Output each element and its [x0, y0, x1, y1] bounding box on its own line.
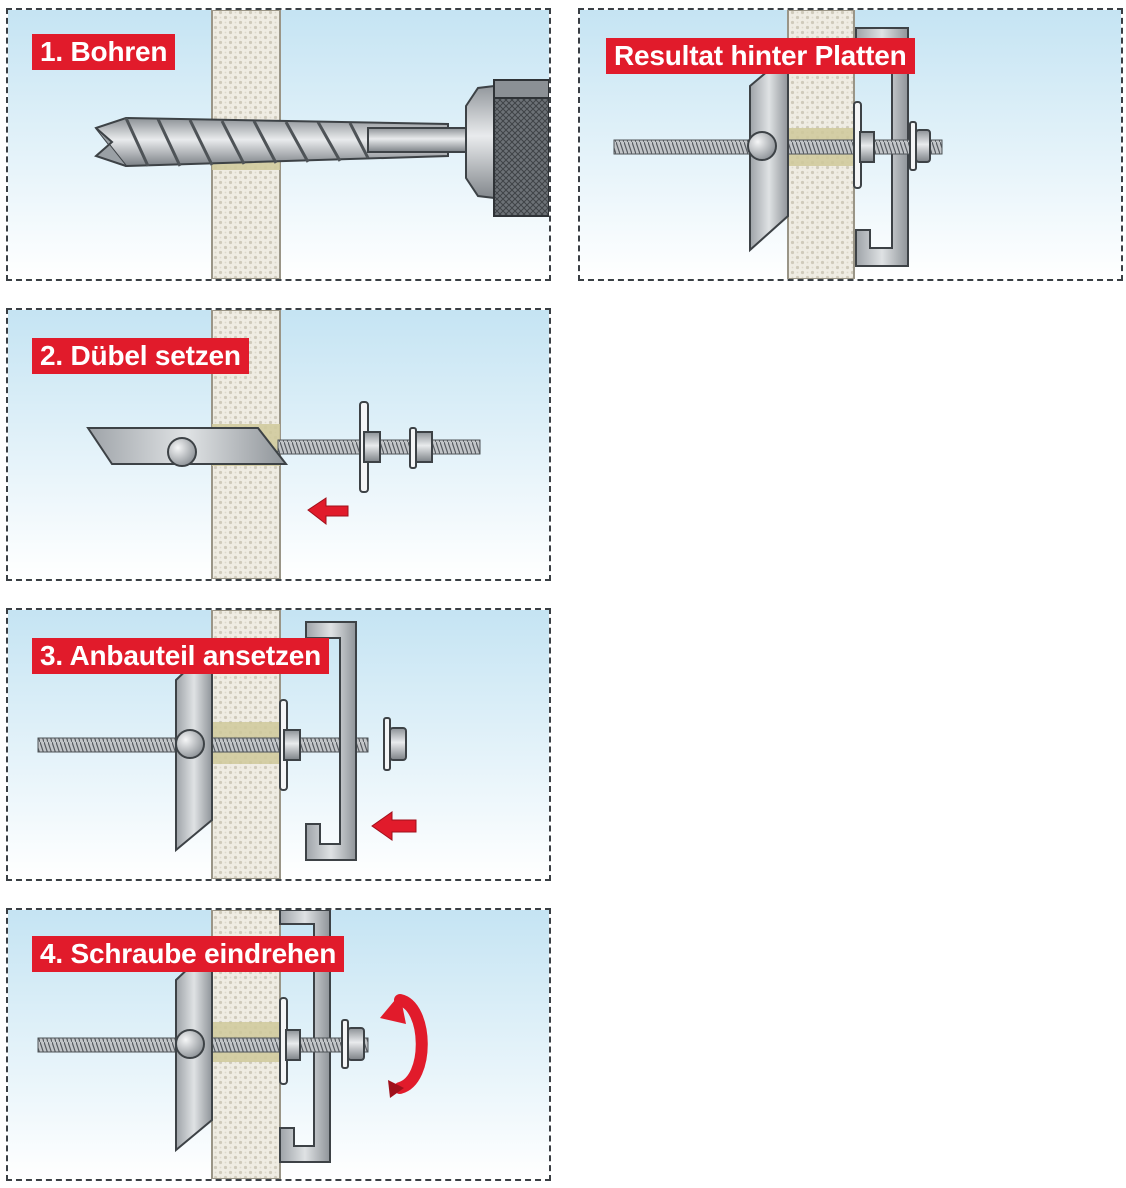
push-arrow-icon	[371, 811, 417, 841]
step-4-panel: 4. Schraube eindrehen	[6, 908, 551, 1181]
step-2-panel: 2. Dübel setzen	[6, 308, 551, 581]
toggle-anchor-icon	[37, 643, 407, 853]
step-label: 1. Bohren	[32, 34, 176, 70]
step-label: 3. Anbauteil ansetzen	[32, 638, 330, 674]
toggle-anchor-icon	[613, 51, 943, 253]
step-3-panel: 3. Anbauteil ansetzen	[6, 608, 551, 881]
step-label: 2. Dübel setzen	[32, 338, 249, 374]
rotate-arrow-icon	[380, 994, 428, 1098]
drill-icon	[94, 79, 549, 217]
step-1-illustration	[8, 10, 549, 279]
bracket-icon	[279, 910, 331, 1163]
step-1-panel: 1. Bohren	[6, 8, 551, 281]
step-label: 4. Schraube eindrehen	[32, 936, 345, 972]
toggle-anchor-icon	[86, 401, 481, 493]
toggle-anchor-icon	[37, 943, 369, 1153]
result-panel: Resultat hinter Platten	[578, 8, 1123, 281]
result-label: Resultat hinter Platten	[606, 38, 915, 74]
push-arrow-icon	[307, 497, 349, 526]
